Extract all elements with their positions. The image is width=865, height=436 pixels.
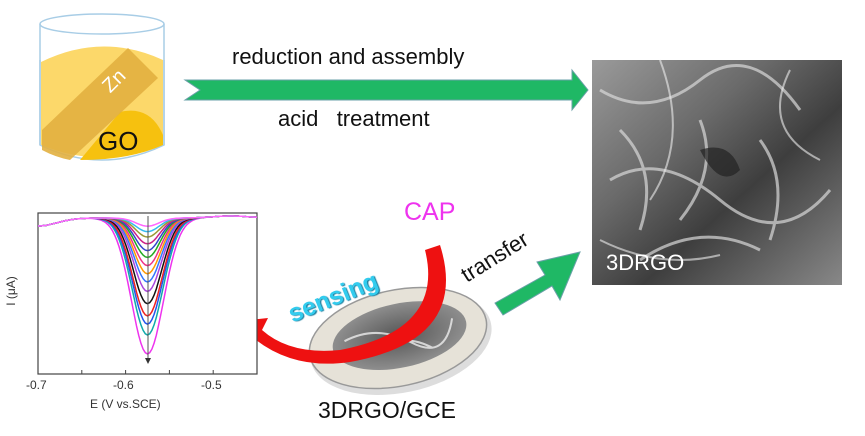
electrode-label: 3DRGO/GCE: [318, 397, 457, 423]
sem-label: 3DRGO: [606, 250, 685, 275]
x-axis-label: E (V vs.SCE): [90, 397, 161, 411]
process-top-label: reduction and assembly: [232, 44, 465, 69]
dpv-chart: [37, 212, 258, 375]
process-arrow: [183, 68, 589, 112]
x-tick-label: -0.5: [201, 378, 222, 392]
beaker-icon: [39, 13, 165, 161]
x-tick-label: -0.7: [26, 378, 47, 392]
go-label: GO: [98, 126, 139, 156]
y-axis-label: I (μA): [3, 276, 18, 306]
x-tick-label: -0.6: [113, 378, 134, 392]
process-bottom-label: acid treatment: [278, 106, 430, 131]
transfer-arrow: [494, 251, 581, 316]
cap-label: CAP: [404, 198, 456, 226]
sem-image: [592, 59, 842, 285]
sensing-arrow: [232, 245, 446, 364]
